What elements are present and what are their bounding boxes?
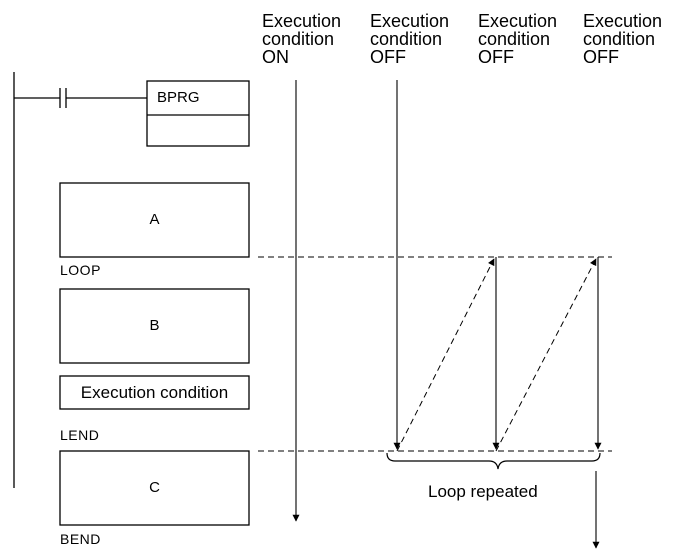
loop-label: LOOP [60,262,101,278]
column-heading-line: Execution [370,11,450,31]
column-heading-line: OFF [370,47,406,67]
column-heading-line: condition [583,29,656,49]
bprg-label: BPRG [157,89,200,106]
execution-condition-label: Execution condition [80,383,229,402]
box-b-label: B [149,317,160,334]
column-heading-line: ON [262,47,289,67]
return-arrow-1 [396,258,495,452]
box-a-label: A [149,211,160,228]
box-c-outline [59,450,250,526]
box-c-label: C [149,479,160,496]
column-heading-off-3: Execution condition OFF [583,12,662,66]
condition-box-outline [59,375,250,410]
bend-label: BEND [60,531,101,547]
column-heading-line: OFF [478,47,514,67]
contact-rung [14,88,147,108]
column-heading-line: Execution [262,11,342,31]
column-heading-on: Execution condition ON [262,12,341,66]
column-heading-line: condition [478,29,551,49]
bprg-instruction-box [146,80,250,147]
column-heading-line: Execution [583,11,663,31]
column-heading-line: OFF [583,47,619,67]
column-heading-line: condition [262,29,335,49]
column-heading-off-2: Execution condition OFF [478,12,557,66]
column-heading-line: Execution [478,11,558,31]
loop-repeated-label: Loop repeated [428,482,538,501]
column-heading-line: condition [370,29,443,49]
lend-label: LEND [60,427,100,443]
box-b-outline [59,288,250,364]
loop-brace [386,452,601,470]
column-heading-off-1: Execution condition OFF [370,12,449,66]
box-a-outline [59,182,250,258]
return-arrow-2 [495,258,597,452]
